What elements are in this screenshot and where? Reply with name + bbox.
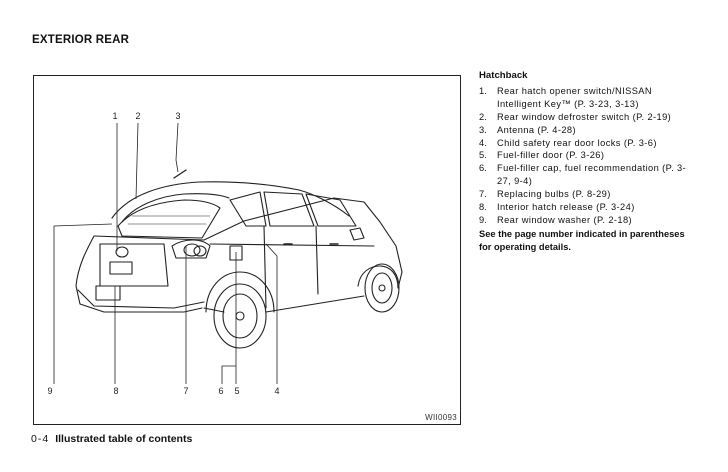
legend-item-text: Rear hatch opener switch/NISSAN Intellig…	[497, 85, 653, 109]
legend-heading: Hatchback	[479, 70, 528, 81]
legend-item-number: 3.	[479, 124, 487, 135]
callout-9: 9	[47, 386, 53, 396]
legend-item-number: 1.	[479, 85, 487, 96]
legend-item-text: Rear window defroster switch (P. 2-19)	[497, 111, 672, 122]
car-illustration-figure: 1 2 3 9 8 7 6 5 4 WII0093	[33, 75, 461, 425]
legend-item: 3. Antenna (P. 4-28)	[479, 124, 699, 137]
legend-item: 2. Rear window defroster switch (P. 2-19)	[479, 111, 699, 124]
legend-item-text: Antenna (P. 4-28)	[497, 124, 576, 135]
legend-item-number: 2.	[479, 111, 487, 122]
legend-item-number: 8.	[479, 202, 487, 213]
legend-item-text: Fuel-filler door (P. 3-26)	[497, 150, 605, 161]
legend-item: 4. Child safety rear door locks (P. 3-6)	[479, 137, 699, 150]
legend-item: 8. Interior hatch release (P. 3-24)	[479, 201, 699, 214]
legend-item-number: 5.	[479, 150, 487, 161]
callout-1: 1	[112, 111, 118, 121]
callout-3: 3	[175, 111, 181, 121]
legend-item: 5. Fuel-filler door (P. 3-26)	[479, 149, 699, 162]
figure-id: WII0093	[425, 413, 457, 422]
callout-6: 6	[218, 386, 224, 396]
legend-item-number: 4.	[479, 137, 487, 148]
legend-item-text: Replacing bulbs (P. 8-29)	[497, 189, 611, 200]
page-number: 0-4	[31, 433, 50, 445]
legend-item: 7. Replacing bulbs (P. 8-29)	[479, 188, 699, 201]
legend-item-number: 6.	[479, 163, 487, 174]
legend-item-number: 9.	[479, 214, 487, 225]
legend-item: 6. Fuel-filler cap, fuel recommendation (…	[479, 162, 699, 188]
car-illustration	[53, 122, 403, 384]
legend-item-text: Fuel-filler cap, fuel recommendation (P.…	[497, 163, 687, 187]
callout-7: 7	[183, 386, 189, 396]
callout-8: 8	[113, 386, 119, 396]
legend: Hatchback 1. Rear hatch opener switch/NIS…	[479, 70, 699, 254]
callout-4: 4	[274, 386, 280, 396]
legend-item: 9. Rear window washer (P. 2-18)	[479, 214, 699, 227]
legend-item-text: Rear window washer (P. 2-18)	[497, 214, 633, 225]
page-title: EXTERIOR REAR	[32, 34, 130, 46]
legend-item-text: Interior hatch release (P. 3-24)	[497, 202, 635, 213]
page-footer: 0-4 Illustrated table of contents	[31, 433, 192, 445]
legend-item-text: Child safety rear door locks (P. 3-6)	[497, 137, 657, 148]
callout-2: 2	[135, 111, 141, 121]
callout-5: 5	[234, 386, 240, 396]
chapter-title: Illustrated table of contents	[55, 433, 193, 445]
legend-note: See the page number indicated in parenth…	[479, 228, 685, 252]
legend-item-number: 7.	[479, 189, 487, 200]
legend-item: 1. Rear hatch opener switch/NISSAN Intell…	[479, 85, 699, 111]
